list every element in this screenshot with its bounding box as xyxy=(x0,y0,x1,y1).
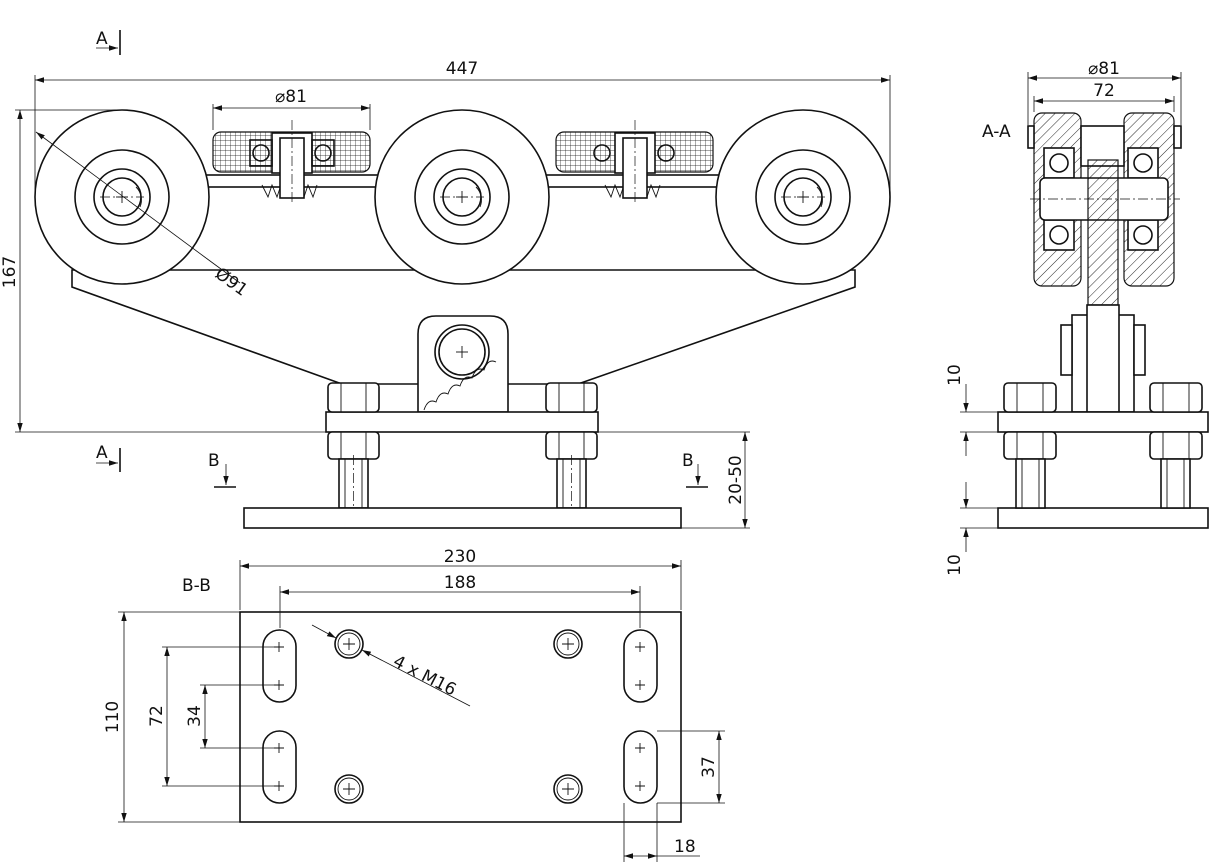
base-plate-top-view xyxy=(239,611,682,823)
dim-slot-outer: 72 xyxy=(147,705,167,727)
dim-slot-length: 37 xyxy=(699,756,719,778)
dim-slot-width: 18 xyxy=(674,837,696,857)
dim-plate-thickness-top: 10 xyxy=(945,364,965,386)
front-base-plate xyxy=(243,507,682,529)
section-mark-b-right: B xyxy=(682,451,708,488)
pivot-bracket xyxy=(417,315,509,413)
svg-text:A: A xyxy=(96,443,108,463)
dim-side-diameter: ⌀81 xyxy=(1088,59,1120,79)
section-mark-a-bottom: A xyxy=(96,443,121,472)
dim-adjust-range: 20-50 xyxy=(726,455,746,504)
svg-text:B: B xyxy=(682,451,694,471)
guide-wheel-left xyxy=(212,120,371,205)
svg-text:A: A xyxy=(96,29,108,49)
front-view: 447 ⌀81 Ø91 167 20-50 A A xyxy=(0,29,891,529)
front-upper-plate xyxy=(325,411,599,433)
front-studs xyxy=(338,455,587,512)
dim-slot-spacing: 188 xyxy=(444,573,476,593)
section-bb-label: B-B xyxy=(182,576,211,596)
dim-overall-length: 447 xyxy=(446,59,478,79)
section-mark-b-left: B xyxy=(208,451,236,488)
dim-height-total: 167 xyxy=(0,256,20,288)
dim-side-width: 72 xyxy=(1093,81,1115,101)
threaded-holes xyxy=(334,629,583,804)
mounting-slots xyxy=(262,629,658,804)
section-bb-view: B-B xyxy=(103,547,725,862)
dim-guide-wheel-diameter: ⌀81 xyxy=(275,87,307,107)
dim-slot-inner: 34 xyxy=(185,705,205,727)
front-nuts xyxy=(327,382,598,460)
dim-plate-length: 230 xyxy=(444,547,476,567)
section-aa-label: A-A xyxy=(982,122,1011,142)
guide-wheel-right xyxy=(555,120,714,205)
section-mark-a-top: A xyxy=(96,29,121,55)
svg-text:B: B xyxy=(208,451,220,471)
dim-plate-width: 110 xyxy=(103,701,123,733)
dim-plate-thickness-bottom: 10 xyxy=(945,554,965,576)
section-aa-view: A-A xyxy=(945,59,1209,576)
